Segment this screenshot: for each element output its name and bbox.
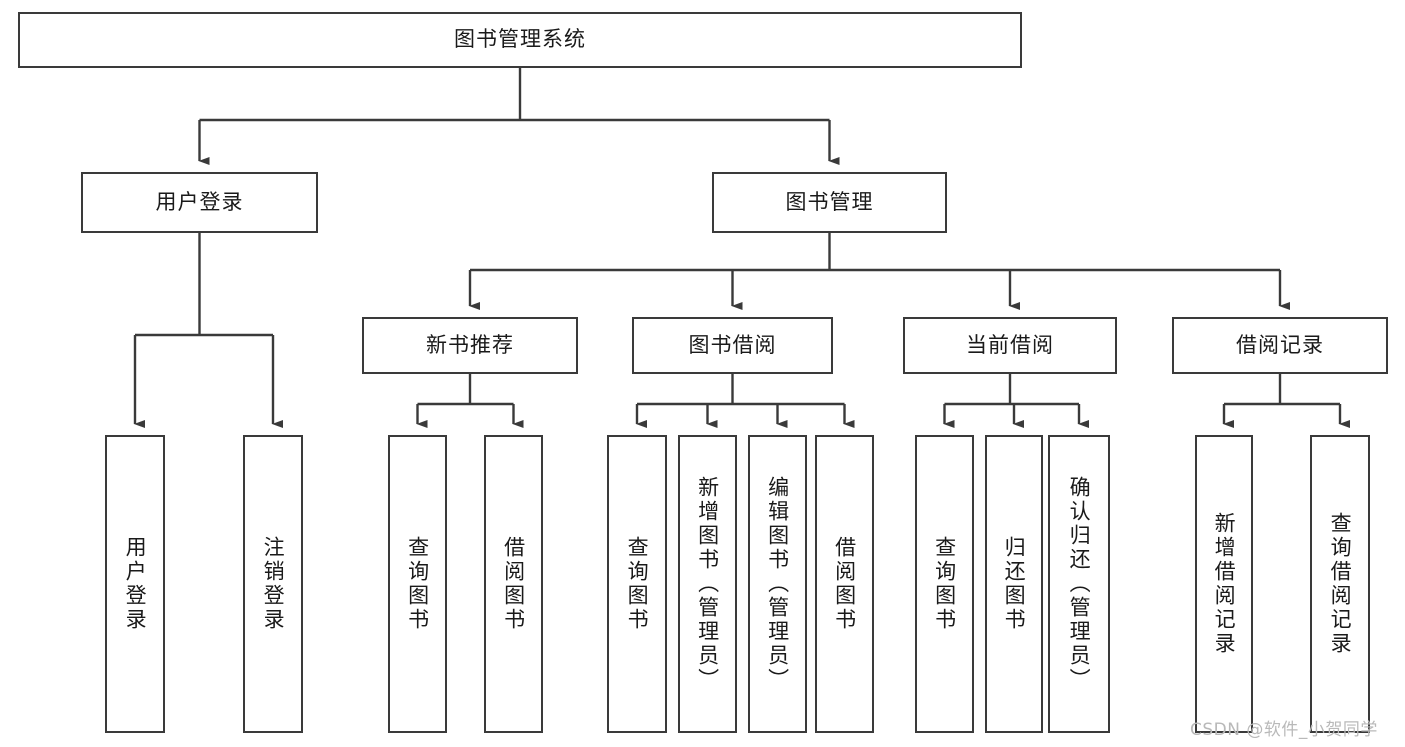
csdn-watermark: CSDN @软件_小贺同学: [1190, 720, 1378, 740]
node-label: 确认归还（管理员）: [1067, 476, 1092, 692]
node-label: 查询图书: [625, 536, 650, 632]
node-label: 新书推荐: [426, 332, 514, 357]
node-label: 用户登录: [123, 536, 148, 632]
node-label: 新增图书（管理员）: [695, 476, 720, 692]
node-leaf-query-book-3[interactable]: 查询图书: [915, 435, 974, 733]
node-book-management[interactable]: 图书管理: [712, 172, 947, 233]
node-leaf-add-book-admin[interactable]: 新增图书（管理员）: [678, 435, 737, 733]
node-leaf-add-borrow-record[interactable]: 新增借阅记录: [1195, 435, 1253, 733]
node-label: 注销登录: [261, 536, 286, 632]
node-label: 查询借阅记录: [1328, 512, 1353, 656]
node-current-borrowing[interactable]: 当前借阅: [903, 317, 1117, 374]
node-label: 当前借阅: [966, 332, 1054, 357]
node-label: 归还图书: [1002, 536, 1027, 632]
node-label: 查询图书: [932, 536, 957, 632]
node-label: 借阅图书: [832, 536, 857, 632]
node-new-book-recommendation[interactable]: 新书推荐: [362, 317, 578, 374]
node-leaf-logout[interactable]: 注销登录: [243, 435, 303, 733]
node-leaf-edit-book-admin[interactable]: 编辑图书（管理员）: [748, 435, 807, 733]
node-user-login[interactable]: 用户登录: [81, 172, 318, 233]
node-label: 借阅记录: [1236, 332, 1324, 357]
node-book-borrowing[interactable]: 图书借阅: [632, 317, 833, 374]
node-leaf-borrow-book-2[interactable]: 借阅图书: [815, 435, 874, 733]
node-label: 图书管理系统: [454, 27, 586, 52]
node-label: 新增借阅记录: [1212, 512, 1237, 656]
node-leaf-query-book-1[interactable]: 查询图书: [388, 435, 447, 733]
node-label: 编辑图书（管理员）: [765, 476, 790, 692]
node-leaf-confirm-return-admin[interactable]: 确认归还（管理员）: [1048, 435, 1110, 733]
node-label: 图书借阅: [688, 332, 777, 357]
node-label: 查询图书: [405, 536, 430, 632]
node-label: 借阅图书: [501, 536, 526, 632]
node-label: 图书管理: [785, 189, 874, 214]
node-borrowing-records[interactable]: 借阅记录: [1172, 317, 1388, 374]
node-leaf-return-book[interactable]: 归还图书: [985, 435, 1043, 733]
node-leaf-query-book-2[interactable]: 查询图书: [607, 435, 667, 733]
node-root-book-management-system[interactable]: 图书管理系统: [18, 12, 1022, 68]
node-leaf-user-login[interactable]: 用户登录: [105, 435, 165, 733]
node-label: 用户登录: [155, 189, 244, 214]
node-leaf-query-borrow-record[interactable]: 查询借阅记录: [1310, 435, 1370, 733]
node-leaf-borrow-book-1[interactable]: 借阅图书: [484, 435, 543, 733]
